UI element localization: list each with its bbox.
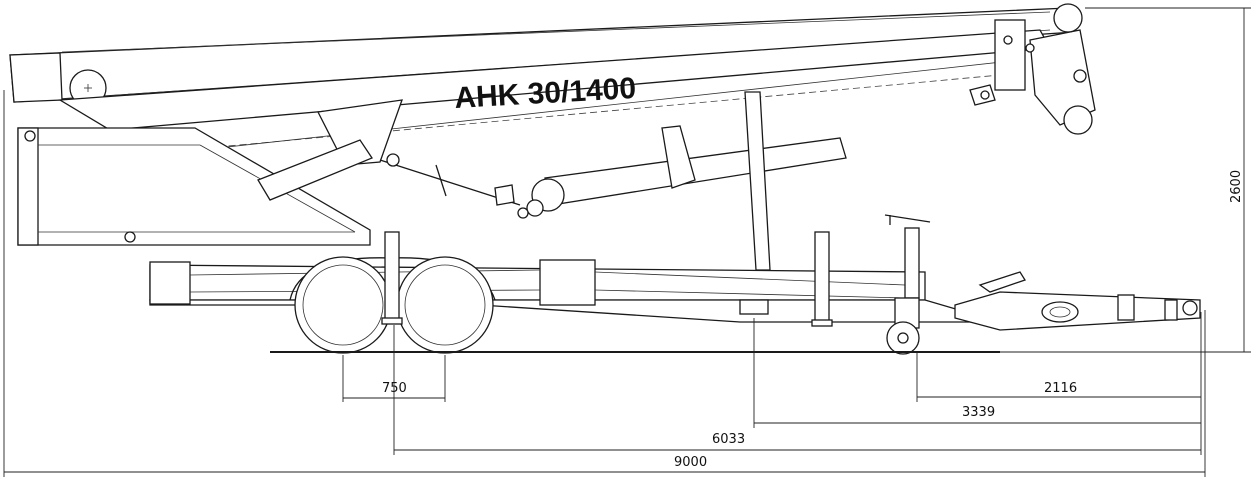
dimension-jack-to-hitch: 2116 — [916, 352, 1201, 402]
lifting-strut — [257, 125, 847, 219]
dim-overall-length-label: 9000 — [674, 455, 707, 470]
rear-support-frame — [17, 127, 371, 246]
conveyor-boom — [9, 7, 1076, 156]
support-post — [744, 91, 771, 271]
dim-axle-to-hitch-label: 6033 — [712, 432, 745, 447]
support-leg-rear — [381, 231, 403, 325]
rear-wheel-right — [396, 256, 494, 354]
head-pulley-assembly — [969, 3, 1096, 135]
dimension-height: 2600 — [1000, 7, 1251, 353]
dim-support-to-hitch-label: 3339 — [962, 405, 995, 420]
chassis — [149, 259, 1001, 323]
support-leg-mid — [811, 231, 833, 327]
drawbar-hitch — [954, 271, 1201, 331]
dimension-overall-length: 9000 — [3, 90, 1206, 477]
rear-wheel-left — [294, 256, 392, 354]
dim-jack-to-hitch-label: 2116 — [1044, 381, 1077, 396]
dimension-axle-to-hitch: 6033 — [393, 325, 1201, 455]
dim-height-label: 2600 — [1229, 170, 1244, 203]
dimension-support-to-hitch: 3339 — [753, 318, 1201, 428]
cable-tensioner — [379, 153, 521, 206]
jockey-wheel — [884, 214, 931, 355]
